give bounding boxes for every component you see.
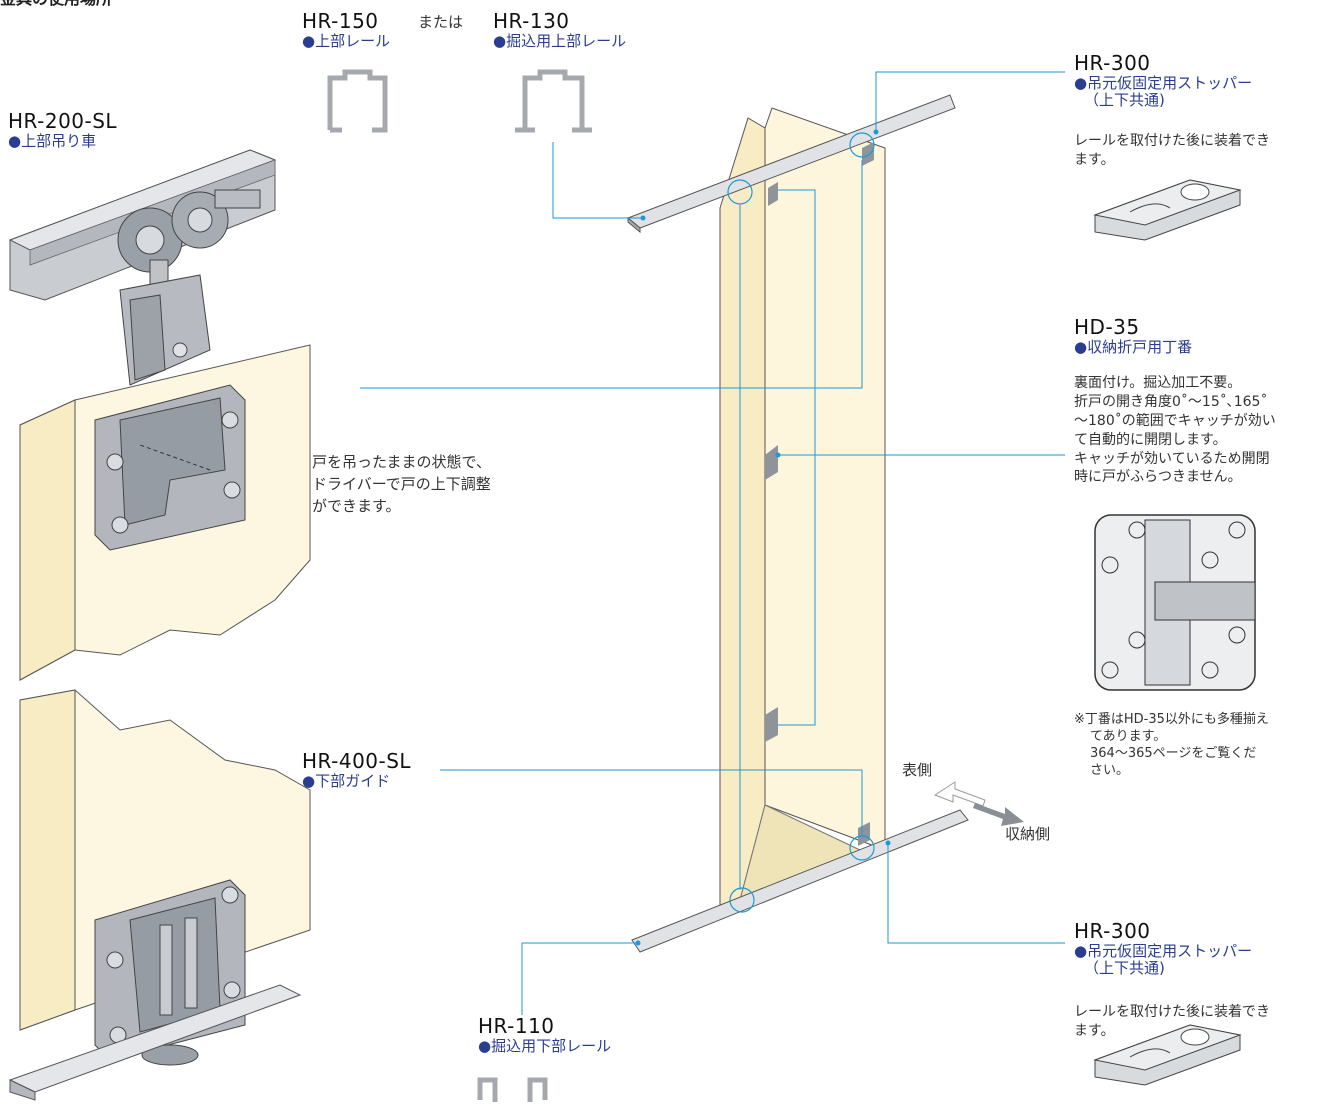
storage-side-label: 収納側 <box>1005 825 1051 843</box>
hr300-bottom-desc-line2: ます。 <box>1074 1022 1115 1039</box>
front-side-label: 表側 <box>902 761 933 779</box>
hr300-bottom-name2: （上下共通) <box>1084 959 1165 978</box>
hd35-desc-line: 裏面付け。掘込加工不要。 <box>1074 375 1242 391</box>
hr300-top-label: HR-300 ●吊元仮固定用ストッパー （上下共通) <box>1074 52 1252 110</box>
hd35-hinge-drawing <box>1094 514 1256 691</box>
hr300-bottom-code: HR-300 <box>1074 919 1151 943</box>
hr400-label: HR-400-SL ●下部ガイド <box>302 750 411 790</box>
hr200-code: HR-200-SL <box>8 109 118 133</box>
hr300-bottom-name: ●吊元仮固定用ストッパー <box>1074 942 1253 960</box>
hd35-code: HD-35 <box>1074 315 1140 339</box>
direction-arrows <box>933 781 1024 826</box>
top-mount-plate <box>94 384 246 551</box>
hd35-desc-line: て自動的に開閉します。 <box>1074 431 1227 448</box>
folding-door-assembly <box>627 94 969 953</box>
hinge-note: ※丁番はHD-35以外にも多種揃え てあります。 364～365ページをご覧くだ… <box>1074 712 1269 780</box>
hd35-desc-line: ～180˚の範囲でキャッチが効い <box>1074 412 1276 429</box>
adjust-note: 戸を吊ったままの状態で、 ドライバーで戸の上下調整 ができます。 <box>312 452 491 517</box>
leader-dots <box>635 129 891 946</box>
hr130-name: ●掘込用上部レール <box>493 32 627 50</box>
hd35-desc-line: 時に戸がふらつきません。 <box>1074 469 1242 486</box>
hr110-profile <box>477 1077 548 1102</box>
hr130-profile <box>515 69 592 133</box>
hr110-code: HR-110 <box>478 1014 555 1038</box>
hr300-top-desc-line2: ます。 <box>1074 151 1115 168</box>
stopper-bottom <box>1093 1024 1242 1086</box>
hr150-profile <box>327 69 388 133</box>
hr200-name: ●上部吊り車 <box>8 132 97 150</box>
hr110-label: HR-110 ●掘込用下部レール <box>478 1015 611 1055</box>
hr300-top-name2: （上下共通) <box>1084 91 1165 110</box>
hr300-bottom-label: HR-300 ●吊元仮固定用ストッパー （上下共通) <box>1074 920 1252 978</box>
bottom-rail-left <box>8 984 302 1101</box>
hinge-note-line: ※丁番はHD-35以外にも多種揃え <box>1074 712 1269 727</box>
hr400-name: ●下部ガイド <box>302 772 391 790</box>
leader-lines <box>360 71 1065 1015</box>
hd35-desc: 裏面付け。掘込加工不要。 折戸の開き角度0˚～15˚､165˚ ～180˚の範囲… <box>1074 374 1276 487</box>
hr130-code: HR-130 <box>493 9 570 33</box>
hinge-note-line: 364～365ページをご覧くだ <box>1090 745 1257 761</box>
hr300-top-code: HR-300 <box>1074 51 1151 75</box>
hd35-desc-line: 折戸の開き角度0˚～15˚､165˚ <box>1074 393 1268 410</box>
hr400-code: HR-400-SL <box>302 749 412 773</box>
or-text: または <box>418 13 464 31</box>
hr110-name: ●掘込用下部レール <box>478 1037 612 1055</box>
hinge-note-line: さい。 <box>1090 762 1130 778</box>
hr130-label: HR-130 ●掘込用上部レール <box>493 10 626 50</box>
heading: 金具の使用場所 <box>0 0 112 8</box>
hr300-bottom-desc-line1: レールを取付けた後に装着でき <box>1074 1004 1270 1020</box>
hinge-note-line: てあります。 <box>1090 728 1167 744</box>
hd35-desc-line: キャッチが効いているため開閉 <box>1074 450 1270 467</box>
adjust-note-line: ができます。 <box>312 496 401 515</box>
hr300-top-name: ●吊元仮固定用ストッパー <box>1074 74 1253 92</box>
hr150-label: HR-150 ●上部レール <box>302 10 390 50</box>
hr200-label: HR-200-SL ●上部吊り車 <box>8 110 117 150</box>
hr300-top-desc-line1: レールを取付けた後に装着でき <box>1074 133 1270 149</box>
stopper-top <box>1093 179 1242 241</box>
hd35-name: ●収納折戸用丁番 <box>1074 338 1193 356</box>
hd35-label: HD-35 ●収納折戸用丁番 <box>1074 316 1192 356</box>
adjust-note-line: ドライバーで戸の上下調整 <box>312 474 491 493</box>
hr300-top-desc: レールを取付けた後に装着でき ます。 <box>1074 132 1270 170</box>
hr150-name: ●上部レール <box>302 32 391 50</box>
hr150-code: HR-150 <box>302 9 379 33</box>
hr300-bottom-desc: レールを取付けた後に装着でき ます。 <box>1074 1003 1270 1041</box>
adjust-note-line: 戸を吊ったままの状態で、 <box>312 453 491 471</box>
top-roller-assembly <box>117 189 261 386</box>
